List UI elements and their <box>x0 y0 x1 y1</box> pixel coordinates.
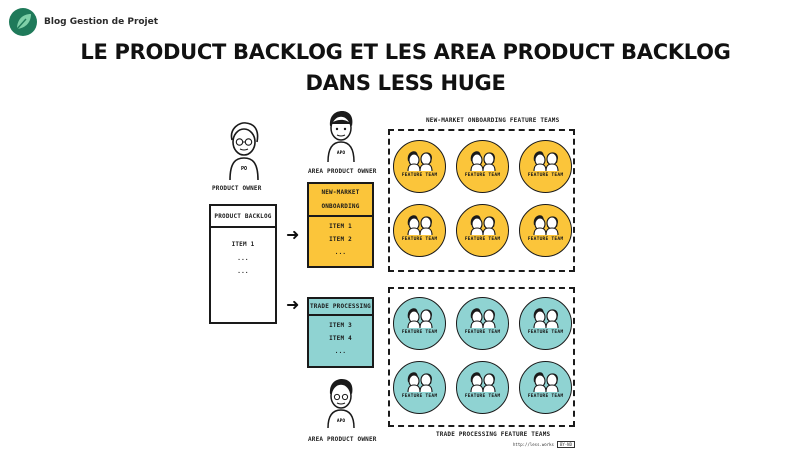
area-product-owner-top-icon: APO <box>327 111 355 163</box>
team-members-icon <box>533 151 559 171</box>
area-backlog-item: ITEM 3 <box>329 322 352 329</box>
feature-team-label: FEATURE TEAM <box>464 330 501 335</box>
credit-url: http://less.works <box>513 442 554 447</box>
product-backlog-item: ... <box>237 268 249 275</box>
apo-badge: APO <box>337 150 345 156</box>
feature-team-circle: FEATURE TEAM <box>393 297 446 350</box>
area-backlog-item: ITEM 4 <box>329 335 352 342</box>
leaf-logo-icon <box>9 8 37 36</box>
feature-team-label: FEATURE TEAM <box>401 237 438 242</box>
team-members-icon <box>407 215 433 235</box>
credit: http://less.works BY-ND <box>513 441 575 448</box>
po-badge: PO <box>241 166 247 172</box>
feature-team-label: FEATURE TEAM <box>527 237 564 242</box>
feature-team-label: FEATURE TEAM <box>527 394 564 399</box>
area-backlog-item: ... <box>334 249 347 256</box>
area-backlog-item: ITEM 1 <box>329 223 352 230</box>
team-members-icon <box>470 372 496 392</box>
feature-team-label: FEATURE TEAM <box>527 330 564 335</box>
area-backlog-title: NEW-MARKET <box>321 189 360 196</box>
page-title-line-2: DANS LESS HUGE <box>305 71 506 95</box>
team-members-icon <box>407 151 433 171</box>
brand-name: Blog Gestion de Projet <box>44 17 159 27</box>
feature-team-circle: FEATURE TEAM <box>456 297 509 350</box>
feature-team-circle: FEATURE TEAM <box>456 140 509 193</box>
feature-team-circle: FEATURE TEAM <box>519 297 572 350</box>
area-backlog-item: ... <box>334 348 347 355</box>
feature-team-label: FEATURE TEAM <box>401 394 438 399</box>
product-backlog-item: ITEM 1 <box>231 241 255 248</box>
feature-team-circle: FEATURE TEAM <box>519 140 572 193</box>
product-owner-icon: PO <box>229 122 259 181</box>
team-members-icon <box>533 308 559 328</box>
area-backlog-title: ONBOARDING <box>321 203 360 210</box>
right-arrow-icon: ➜ <box>286 295 300 314</box>
feature-team-circle: FEATURE TEAM <box>519 361 572 414</box>
feature-team-circle: FEATURE TEAM <box>393 361 446 414</box>
feature-team-label: FEATURE TEAM <box>401 330 438 335</box>
feature-team-label: FEATURE TEAM <box>464 394 501 399</box>
area-product-owner-bottom-icon: APO <box>327 379 355 429</box>
feature-team-label: FEATURE TEAM <box>527 173 564 178</box>
area-backlog-item: ITEM 2 <box>329 236 352 243</box>
feature-team-circle: FEATURE TEAM <box>393 140 446 193</box>
team-members-icon <box>407 308 433 328</box>
product-backlog-box: PRODUCT BACKLOG ITEM 1 ... ... <box>209 204 277 324</box>
team-members-icon <box>470 308 496 328</box>
area-product-owner-label: AREA PRODUCT OWNER <box>308 436 377 443</box>
product-owner-label: PRODUCT OWNER <box>212 185 262 192</box>
feature-team-group-label: TRADE PROCESSING FEATURE TEAMS <box>436 431 551 438</box>
right-arrow-icon: ➜ <box>286 225 300 244</box>
team-members-icon <box>470 151 496 171</box>
area-backlog-title: TRADE PROCESSING <box>310 303 371 310</box>
area-product-owner-label: AREA PRODUCT OWNER <box>308 168 377 175</box>
feature-team-group-new-market <box>388 129 575 272</box>
license-badge: BY-ND <box>556 441 575 448</box>
page-title-line-1: LE PRODUCT BACKLOG ET LES AREA PRODUCT B… <box>80 40 731 64</box>
team-members-icon <box>407 372 433 392</box>
feature-team-circle: FEATURE TEAM <box>456 361 509 414</box>
brand: Blog Gestion de Projet <box>8 7 158 37</box>
feature-team-circle: FEATURE TEAM <box>456 204 509 257</box>
feature-team-group-label: NEW-MARKET ONBOARDING FEATURE TEAMS <box>426 117 560 124</box>
team-members-icon <box>470 215 496 235</box>
apo-badge: APO <box>337 418 345 424</box>
feature-team-label: FEATURE TEAM <box>464 173 501 178</box>
product-backlog-title: PRODUCT BACKLOG <box>211 206 275 228</box>
area-backlog-trade-processing: TRADE PROCESSING ITEM 3 ITEM 4 ... <box>307 297 374 368</box>
feature-team-label: FEATURE TEAM <box>464 237 501 242</box>
team-members-icon <box>533 215 559 235</box>
feature-team-label: FEATURE TEAM <box>401 173 438 178</box>
feature-team-circle: FEATURE TEAM <box>519 204 572 257</box>
feature-team-circle: FEATURE TEAM <box>393 204 446 257</box>
feature-team-group-trade-processing <box>388 287 575 427</box>
team-members-icon <box>533 372 559 392</box>
product-backlog-item: ... <box>237 255 249 262</box>
area-backlog-new-market: NEW-MARKET ONBOARDING ITEM 1 ITEM 2 ... <box>307 182 374 268</box>
